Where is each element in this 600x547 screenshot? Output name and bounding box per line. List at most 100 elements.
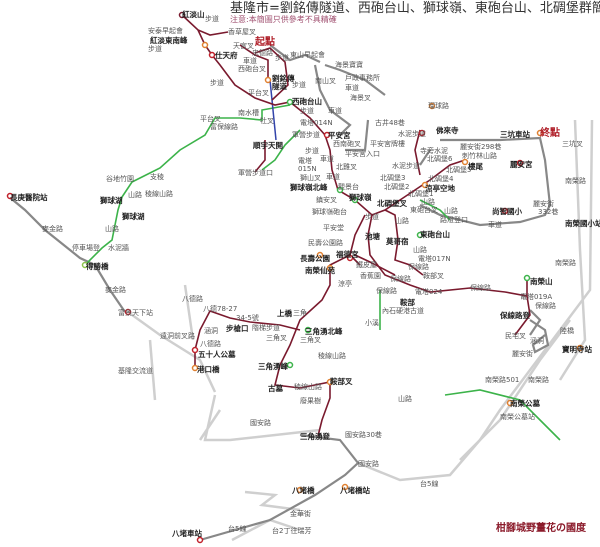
place-label: 八德78-27 — [203, 305, 238, 313]
place-label: 三角湧北峰 — [305, 327, 343, 336]
place-label: 觀景台 — [338, 183, 359, 191]
place-label: 民壽公園路 — [308, 239, 343, 247]
place-label: 起點 — [255, 37, 275, 48]
place-label: 劉銘傳 — [272, 74, 295, 83]
place-label: 遠洞前叉路 — [160, 332, 195, 340]
place-label: 八堵車站 — [172, 529, 202, 538]
place-label: 海景寶寶 — [335, 61, 363, 69]
place-label: 海景叉 — [350, 94, 371, 102]
place-label: 步道 — [292, 81, 306, 89]
place-label: 獅球嶺砲台 — [312, 208, 347, 216]
green-trails — [84, 104, 561, 441]
place-label: 鞍部叉 — [330, 377, 353, 386]
place-label: 北碉堡6 — [427, 155, 453, 163]
place-label: 車道 — [345, 84, 359, 92]
place-label: 獅球湖 — [122, 212, 145, 221]
place-label: 南榮路 — [565, 177, 586, 185]
place-label: 北碉堡3 — [380, 174, 406, 182]
minor-roads — [127, 119, 594, 542]
road-nanrong — [459, 319, 571, 461]
place-label: 稜線山路 — [145, 190, 173, 198]
place-label: 八堵橋 — [292, 486, 315, 495]
place-label: 古井48巷 — [375, 119, 405, 127]
place-label: 步道 — [148, 45, 162, 53]
place-label: 平安宮入口 — [345, 150, 380, 158]
place-label: 保線路 — [408, 263, 429, 271]
place-label: 東砲台叉 — [410, 206, 438, 214]
place-label: 戶政事務所 — [345, 74, 380, 82]
place-label: 三坑叉 — [562, 140, 583, 148]
place-label: 南榮公墓 — [510, 399, 540, 408]
waypoint-marker — [416, 231, 424, 239]
place-label: 南榮山 — [530, 277, 553, 286]
place-label: 保線路 — [535, 302, 556, 310]
waypoint-marker — [428, 102, 436, 110]
place-label: 南水槽 — [238, 109, 259, 117]
road-east — [558, 119, 587, 381]
place-label: 東山早起會 — [290, 51, 325, 59]
waypoint-marker — [326, 378, 334, 386]
road-tai5 — [357, 119, 594, 482]
waypoint-marker — [501, 207, 509, 215]
place-label: 步道 — [275, 54, 289, 62]
place-label: 牡叉 — [260, 117, 274, 125]
place-label: 終點 — [540, 128, 560, 139]
waypoint-marker — [506, 399, 514, 407]
waypoint-marker — [196, 536, 204, 544]
tunnel-line — [269, 79, 277, 141]
place-label: 麗安街 — [533, 200, 554, 208]
place-label: 莫哥宿 — [386, 237, 409, 246]
place-label: 水泥步道 — [398, 130, 426, 138]
place-label: 水泥步道 — [392, 162, 420, 170]
waypoint-marker — [523, 274, 531, 282]
place-label: 鞍部 — [400, 298, 415, 307]
place-label: 南榮路501 — [485, 376, 520, 384]
waypoint-marker — [536, 129, 544, 137]
place-label: 八德路 — [200, 340, 221, 348]
waypoint-marker — [296, 486, 304, 494]
waypoint-marker — [286, 98, 294, 106]
waypoint-marker — [351, 196, 359, 204]
place-label: 平安宮 — [328, 131, 351, 140]
waypoint-marker — [286, 361, 294, 369]
road-badu — [199, 433, 360, 542]
place-label: 廢果樹 — [300, 397, 321, 405]
place-label: 北碉堡5 — [446, 166, 472, 174]
place-label: 平安宮牌樓 — [370, 140, 405, 148]
place-label: 國安路 — [358, 460, 379, 468]
place-label: 步槍口 — [226, 324, 249, 333]
road-west — [313, 63, 386, 136]
place-label: 上橋 — [277, 309, 292, 318]
waypoint-marker — [346, 254, 354, 262]
place-label: 南山叉 — [315, 77, 336, 85]
place-label: 國安路30巷 — [345, 431, 382, 439]
place-label: 稜線山路 — [294, 383, 322, 391]
place-label: 西南砲叉 — [333, 140, 361, 148]
place-label: 步道 — [305, 147, 319, 155]
place-label: 北碉堡4 — [428, 175, 454, 183]
road-north — [269, 44, 321, 63]
waypoint-marker — [576, 344, 584, 352]
road-guojing — [345, 119, 370, 152]
place-label: 步道 — [300, 107, 314, 115]
place-label: 香草屋叉 — [228, 28, 256, 36]
place-label: 富保線路 — [210, 123, 238, 131]
place-label: 步道 — [365, 213, 379, 221]
place-label: 南榮路 — [528, 376, 549, 384]
place-label: 順宇天開 — [253, 141, 283, 150]
place-label: 北碉堡1 — [408, 190, 434, 198]
waypoint-marker — [191, 346, 199, 354]
place-label: 內石硬港古道 — [382, 307, 424, 315]
place-label: 鎮安叉 — [316, 196, 337, 204]
place-label: 池塘 — [365, 232, 380, 241]
waypoint-marker — [421, 181, 429, 189]
road-shuiguan — [529, 309, 542, 336]
waypoint-marker — [461, 158, 469, 166]
waypoint-markers — [6, 11, 584, 544]
place-label: 水泥牆 — [108, 244, 129, 252]
place-label: 涵洞 — [204, 327, 218, 335]
waypoint-marker — [316, 251, 324, 259]
author-credit: 柑腳城野薑花の國度 — [496, 523, 586, 534]
place-label: 山路 — [421, 198, 435, 206]
waypoint-marker — [323, 131, 331, 139]
